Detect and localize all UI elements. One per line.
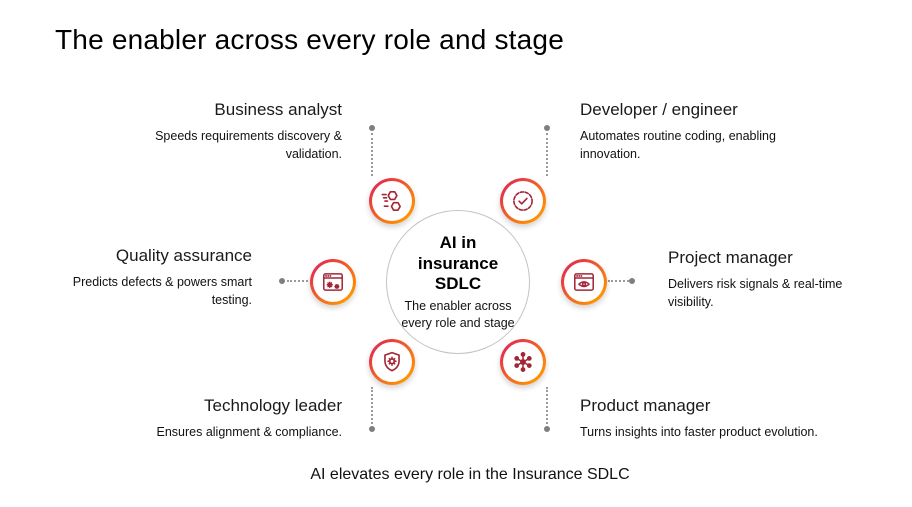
role-description: Predicts defects & powers smart testing. — [72, 275, 252, 308]
connector-business-analyst — [371, 133, 373, 176]
badge-developer-engineer — [500, 178, 546, 224]
page-title: The enabler across every role and stage — [55, 24, 564, 55]
badge-project-manager — [561, 259, 607, 305]
connector-technology-leader — [371, 387, 373, 424]
connector-dot — [629, 278, 635, 284]
role-description: Turns insights into faster product evolu… — [580, 425, 818, 439]
role-label: Developer / engineer — [580, 100, 738, 119]
connector-product-manager — [546, 387, 548, 424]
connector-dot — [369, 426, 375, 432]
role-description: Speeds requirements discovery & validati… — [155, 129, 342, 162]
role-block-quality-assurance: Quality assurance Predicts defects & pow… — [52, 246, 252, 309]
role-label: Project manager — [668, 248, 793, 267]
badge-quality-assurance — [310, 259, 356, 305]
role-description: Automates routine coding, enabling innov… — [580, 129, 776, 162]
role-description: Ensures alignment & compliance. — [156, 425, 342, 439]
center-hub-subtitle: The enabler across every role and stage — [401, 299, 515, 330]
browser-gears-icon — [320, 269, 346, 295]
badge-technology-leader — [369, 339, 415, 385]
role-description: Delivers risk signals & real-time visibi… — [668, 277, 843, 310]
role-block-product-manager: Product manager Turns insights into fast… — [580, 396, 872, 441]
badge-product-manager — [500, 339, 546, 385]
connector-developer-engineer — [546, 133, 548, 176]
role-block-business-analyst: Business analyst Speeds requirements dis… — [102, 100, 342, 163]
center-hub: AI in insurance SDLC The enabler across … — [386, 210, 530, 354]
hexagons-icon — [379, 188, 405, 214]
footer-caption: AI elevates every role in the Insurance … — [310, 466, 630, 483]
network-nodes-icon — [510, 349, 536, 375]
connector-dot — [544, 125, 550, 131]
role-label: Technology leader — [204, 396, 342, 415]
center-hub-title: AI in insurance SDLC — [417, 233, 499, 293]
role-block-technology-leader: Technology leader Ensures alignment & co… — [92, 396, 342, 441]
role-label: Quality assurance — [115, 246, 252, 265]
shield-gear-icon — [379, 349, 405, 375]
role-block-project-manager: Project manager Delivers risk signals & … — [668, 248, 876, 311]
seal-check-icon — [510, 188, 536, 214]
badge-business-analyst — [369, 178, 415, 224]
connector-quality-assurance — [287, 280, 308, 282]
role-label: Product manager — [580, 396, 711, 415]
connector-dot — [279, 278, 285, 284]
connector-dot — [544, 426, 550, 432]
role-block-developer-engineer: Developer / engineer Automates routine c… — [580, 100, 795, 163]
connector-project-manager — [608, 280, 629, 282]
connector-dot — [369, 125, 375, 131]
browser-eye-icon — [571, 269, 597, 295]
role-label: Business analyst — [214, 100, 342, 119]
